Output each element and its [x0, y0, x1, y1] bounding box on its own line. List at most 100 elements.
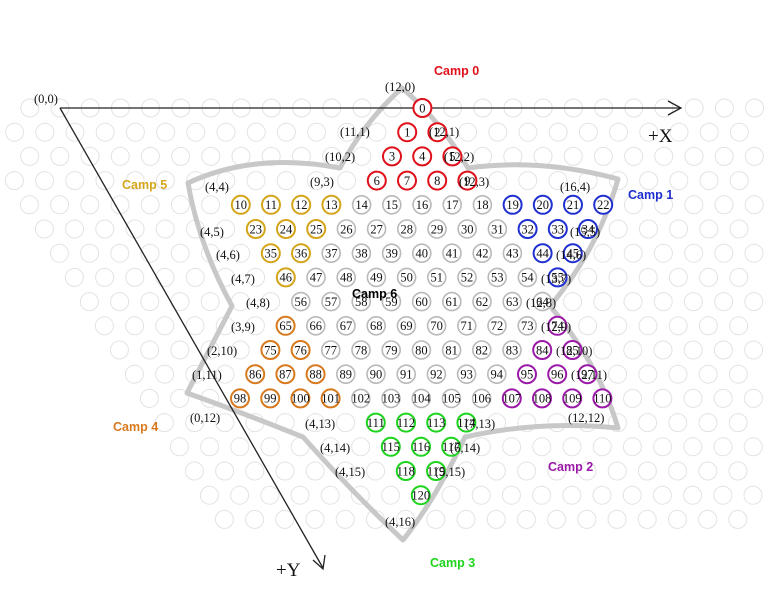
coord-label: (16,4): [560, 180, 590, 194]
hole-60-label: 60: [415, 295, 428, 309]
grid-circle: [169, 437, 189, 457]
hole-13-circle: [321, 194, 342, 215]
grid-circle: [170, 243, 190, 263]
grid-circle: [5, 122, 25, 142]
grid-circle: [170, 340, 190, 360]
hole-114-label: 114: [457, 416, 476, 430]
grid-circle: [653, 292, 673, 312]
grid-circle: [562, 437, 582, 457]
hole-105-circle: [441, 388, 462, 409]
grid-circle: [608, 171, 628, 191]
hole-63-circle: [502, 291, 523, 312]
grid-circle: [728, 509, 748, 529]
grid-circle: [170, 195, 190, 215]
hole-3-circle: [382, 146, 402, 167]
coord-label: (3,9): [231, 320, 255, 334]
grid-circle: [729, 122, 749, 142]
grid-circle: [683, 340, 703, 360]
grid-circle: [743, 437, 763, 457]
grid-circle: [547, 461, 567, 481]
grid-circle: [34, 219, 54, 239]
coord-label: (12,2): [444, 150, 474, 164]
grid-circle: [456, 461, 476, 481]
grid-circle: [714, 243, 734, 263]
grid-circle: [608, 364, 628, 384]
grid-circle: [639, 171, 659, 191]
coord-label: (12,3): [459, 175, 489, 189]
grid-circle: [307, 122, 327, 142]
coord-label: (4,6): [216, 248, 240, 262]
grid-circle: [186, 122, 206, 142]
grid-circle: [532, 485, 552, 505]
hole-34-circle: [578, 219, 598, 239]
grid-circle: [80, 243, 100, 263]
hole-66-label: 66: [310, 319, 323, 333]
grid-circle: [683, 437, 703, 457]
grid-circle: [669, 122, 689, 142]
grid-circle: [245, 509, 265, 529]
grid-circle: [171, 146, 191, 166]
grid-circle: [140, 243, 160, 263]
grid-circle: [337, 171, 357, 191]
hole-86-label: 86: [249, 368, 262, 382]
hole-115-label: 115: [382, 440, 400, 454]
grid-circle: [577, 509, 597, 529]
grid-circle: [305, 461, 325, 481]
hole-65-label: 65: [279, 319, 292, 333]
hole-54-circle: [517, 267, 538, 288]
hole-100-label: 100: [291, 392, 310, 406]
hole-30-circle: [457, 219, 478, 239]
hole-91-label: 91: [400, 368, 413, 382]
grid-circle: [743, 388, 763, 408]
hole-116-label: 116: [412, 440, 430, 454]
grid-circle: [80, 195, 100, 215]
grid-circle: [367, 122, 387, 142]
grid-circle: [246, 171, 266, 191]
grid-circle: [517, 413, 537, 433]
grid-circle: [486, 509, 506, 529]
hole-11-label: 11: [265, 198, 277, 212]
hole-110-label: 110: [593, 392, 611, 406]
grid-circle: [80, 146, 100, 166]
hole-31-circle: [487, 219, 508, 239]
hole-98-circle: [230, 388, 250, 409]
hole-70-circle: [426, 315, 447, 336]
hole-80-circle: [411, 340, 432, 360]
hole-72-circle: [487, 315, 507, 336]
grid-circle: [366, 461, 386, 481]
grid-circle: [125, 171, 145, 191]
hole-118-circle: [395, 461, 416, 481]
hole-39-circle: [381, 243, 402, 263]
coordinate-labels: (12,0) (11,1) (12,1) (10,2) (12,2) (9,3)…: [190, 80, 607, 529]
hole-45-circle: [562, 243, 583, 264]
grid-circle: [200, 292, 220, 312]
hole-18-label: 18: [476, 198, 489, 212]
hole-18-circle: [472, 195, 493, 215]
hole-76-circle: [290, 340, 311, 360]
hole-113-label: 113: [427, 416, 445, 430]
grid-circle: [699, 171, 719, 191]
hole-88-label: 88: [309, 368, 322, 382]
hole-96-label: 96: [551, 368, 564, 382]
grid-circle: [64, 267, 84, 287]
grid-circle: [351, 437, 371, 457]
hole-36-circle: [291, 243, 311, 264]
coord-label: (4,14): [320, 441, 350, 455]
grid-circle: [713, 388, 733, 408]
grid-circle: [592, 485, 612, 505]
hole-62-label: 62: [476, 295, 489, 309]
hole-70-label: 70: [430, 319, 443, 333]
coord-label: (15,5): [570, 225, 600, 239]
hole-111-circle: [365, 412, 386, 433]
grid-circle: [668, 413, 688, 433]
y-axis-arrowhead: [312, 554, 326, 571]
hole-22-circle: [593, 194, 614, 215]
hole-45-label: 45: [567, 247, 580, 261]
hole-41-label: 41: [446, 247, 459, 261]
hole-74-label: 74: [551, 319, 564, 333]
hole-90-label: 90: [370, 368, 383, 382]
grid-circle: [488, 171, 508, 191]
hole-91-circle: [396, 364, 417, 385]
grid-circle: [669, 219, 689, 239]
hole-92-label: 92: [430, 368, 443, 382]
